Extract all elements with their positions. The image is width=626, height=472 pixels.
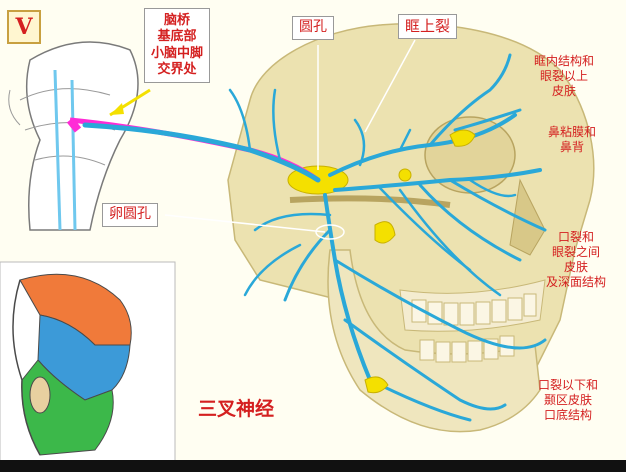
foramen-rotundum-label: 圆孔	[292, 16, 334, 40]
minor-ganglia	[364, 129, 476, 394]
pink-tract-root	[66, 117, 82, 133]
bottom-bar	[0, 460, 626, 472]
superior-orbital-fissure-label: 眶上裂	[398, 14, 458, 39]
nerve-branches	[82, 53, 547, 422]
pons-label: 脑桥 基底部 小脑中脚 交界处	[144, 8, 211, 83]
foramen-pointers	[164, 39, 416, 240]
lower-face-label: 口裂以下和 颞区皮肤 口底结构	[538, 378, 599, 422]
mid-face-label: 口裂和 眼裂之间 皮肤 及深面结构	[546, 230, 607, 289]
dermatome-inset	[0, 261, 176, 472]
diagram-title: 三叉神经	[198, 398, 275, 420]
orbit-skin-label: 眶内结构和 眼裂以上 皮肤	[534, 54, 595, 98]
brainstem	[8, 41, 139, 231]
pons-pointer	[109, 88, 151, 117]
nerve-number-badge: V	[7, 10, 41, 44]
foramen-ovale-label: 卵圆孔	[102, 203, 158, 227]
nasal-label: 鼻粘膜和 鼻背	[548, 125, 597, 154]
